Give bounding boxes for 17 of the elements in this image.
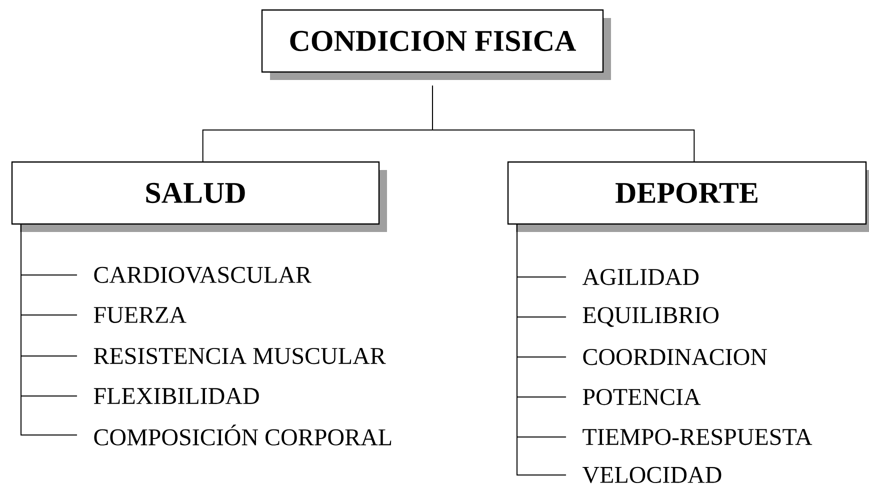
- item-label: EQUILIBRIO: [582, 307, 719, 327]
- item-label: RESISTENCIA MUSCULAR: [94, 348, 386, 364]
- item-label: AGILIDAD: [582, 268, 699, 286]
- item-label: TIEMPO-RESPUESTA: [582, 428, 812, 446]
- category-box: DEPORTE: [507, 161, 869, 232]
- category-box: SALUD: [11, 161, 387, 232]
- item-label: CARDIOVASCULAR: [94, 266, 312, 284]
- category-box: CONDICION FISICA: [261, 9, 611, 80]
- item-label: COORDINACION: [583, 348, 767, 366]
- connector-line: [432, 85, 695, 162]
- item-label: VELOCIDAD: [582, 466, 722, 484]
- connector-line: [516, 224, 566, 476]
- item-label: POTENCIA: [582, 388, 701, 406]
- connector-line: [20, 224, 78, 436]
- item-label: FLEXIBILIDAD: [94, 388, 259, 404]
- item-label: COMPOSICIÓN CORPORAL: [94, 424, 392, 446]
- item-label: FUERZA: [94, 306, 186, 324]
